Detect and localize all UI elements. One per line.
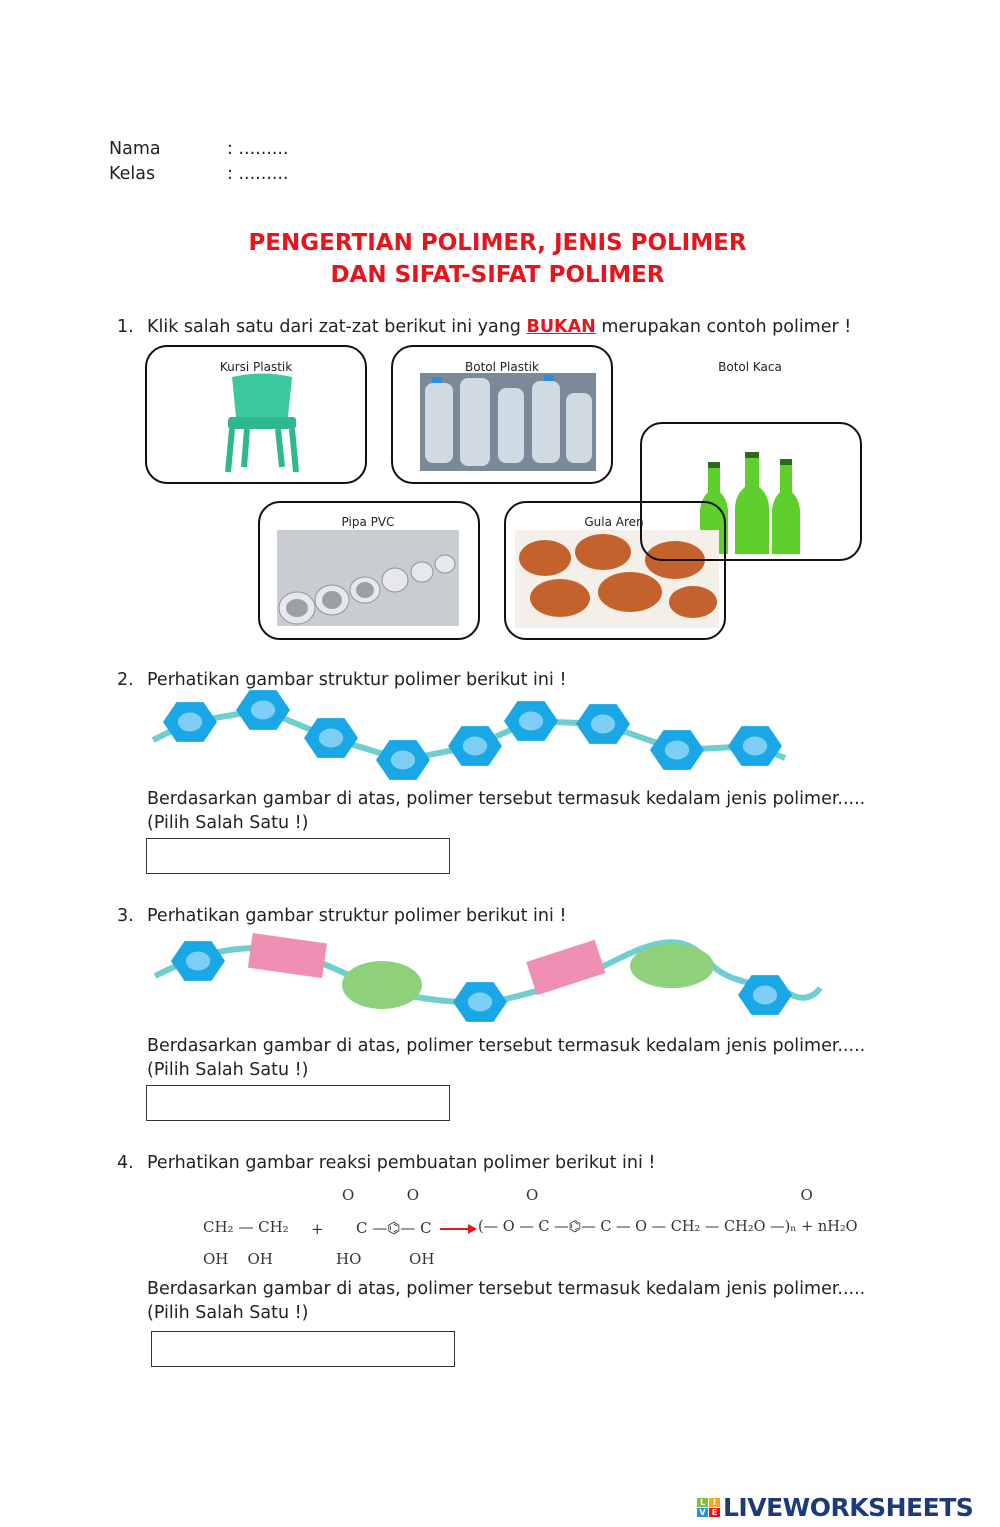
hexagon-highlight: [250, 700, 276, 720]
logo-badge-i: I: [709, 1498, 720, 1507]
reactant2-mid: C —⌬— C: [356, 1219, 432, 1237]
rectangle-unit: [247, 933, 327, 979]
rectangle-unit: [526, 939, 606, 996]
pvc-pipes-image: [277, 530, 459, 626]
q3-question: Berdasarkan gambar di atas, polimer ters…: [147, 1036, 866, 1056]
hexagon-highlight: [177, 712, 203, 732]
q1-text: Klik salah satu dari zat-zat berikut ini…: [147, 317, 851, 337]
q3-answer-dropdown[interactable]: [146, 1085, 450, 1121]
oval-unit: [342, 961, 422, 1009]
q2-hint: (Pilih Salah Satu !): [147, 813, 309, 833]
homopolymer-chain-diagram: [151, 690, 787, 780]
option-kursi-plastik[interactable]: [145, 345, 367, 484]
palm-sugar-image: [515, 530, 719, 628]
product-top: O O: [526, 1186, 813, 1204]
option-botol-plastik[interactable]: [391, 345, 613, 484]
reactant1-bottom: OH OH: [203, 1250, 273, 1268]
label-botol-plastik: Botol Plastik: [465, 360, 539, 374]
q3-number: 3.: [117, 906, 134, 926]
q4-number: 4.: [117, 1153, 134, 1173]
label-botol-kaca: Botol Kaca: [718, 360, 782, 374]
oval-unit: [630, 944, 714, 988]
hexagon-highlight: [664, 740, 690, 760]
option-pipa-pvc[interactable]: [258, 501, 480, 640]
hexagon-highlight: [742, 736, 768, 756]
label-gula-aren: Gula Aren: [584, 515, 644, 529]
q2-question: Berdasarkan gambar di atas, polimer ters…: [147, 789, 866, 809]
logo-text: LIVEWORKSHEETS: [723, 1493, 974, 1522]
logo-badge-l: L: [697, 1498, 708, 1507]
option-gula-aren[interactable]: [504, 501, 726, 640]
reaction-product: (— O — C —⌬— C — O — CH₂ — CH₂O —)ₙ + nH…: [478, 1219, 858, 1235]
q4-hint: (Pilih Salah Satu !): [147, 1303, 309, 1323]
hexagon-highlight: [185, 951, 211, 971]
q1-text-after: merupakan contoh polimer !: [595, 317, 852, 337]
hexagon-highlight: [390, 750, 416, 770]
liveworksheets-logo: L I V E LIVEWORKSHEETS: [697, 1493, 974, 1522]
q4-text: Perhatikan gambar reaksi pembuatan polim…: [147, 1153, 656, 1173]
q2-answer-dropdown[interactable]: [146, 838, 450, 874]
reactant2-bottom: HO OH: [336, 1250, 435, 1268]
q1-text-before: Klik salah satu dari zat-zat berikut ini…: [147, 317, 527, 337]
hexagon-highlight: [590, 714, 616, 734]
hexagon-highlight: [462, 736, 488, 756]
q2-text: Perhatikan gambar struktur polimer berik…: [147, 670, 567, 690]
option-botol-kaca[interactable]: [640, 422, 862, 561]
page-title-line1: PENGERTIAN POLIMER, JENIS POLIMER: [248, 230, 747, 256]
page-title-line2: DAN SIFAT-SIFAT POLIMER: [330, 262, 665, 288]
q3-hint: (Pilih Salah Satu !): [147, 1060, 309, 1080]
kelas-label: Kelas: [109, 164, 156, 184]
label-pipa-pvc: Pipa PVC: [341, 515, 395, 529]
q1-number: 1.: [117, 317, 134, 337]
nama-value: : .........: [227, 139, 289, 159]
logo-badge-e: E: [709, 1508, 720, 1517]
nama-label: Nama: [109, 139, 161, 159]
hexagon-highlight: [467, 992, 493, 1012]
hexagon-highlight: [318, 728, 344, 748]
hexagon-highlight: [518, 711, 544, 731]
copolymer-chain-diagram: [153, 933, 823, 1022]
reaction-plus: +: [311, 1220, 324, 1238]
reaction-arrow-icon: [440, 1224, 477, 1234]
q1-emphasis: BUKAN: [526, 317, 596, 337]
q3-text: Perhatikan gambar struktur polimer berik…: [147, 906, 567, 926]
plastic-chair-image: [225, 373, 299, 473]
hexagon-highlight: [752, 985, 778, 1005]
kelas-value: : .........: [227, 164, 289, 184]
q4-answer-dropdown[interactable]: [151, 1331, 455, 1367]
reactant2-top: O O: [342, 1186, 420, 1204]
logo-badge: L I V E: [697, 1498, 720, 1517]
reactant1-top: CH₂ — CH₂: [203, 1218, 289, 1236]
label-kursi-plastik: Kursi Plastik: [219, 360, 293, 374]
q4-question: Berdasarkan gambar di atas, polimer ters…: [147, 1279, 866, 1299]
plastic-bottles-image: [420, 373, 596, 471]
logo-badge-v: V: [697, 1508, 708, 1517]
q2-number: 2.: [117, 670, 134, 690]
